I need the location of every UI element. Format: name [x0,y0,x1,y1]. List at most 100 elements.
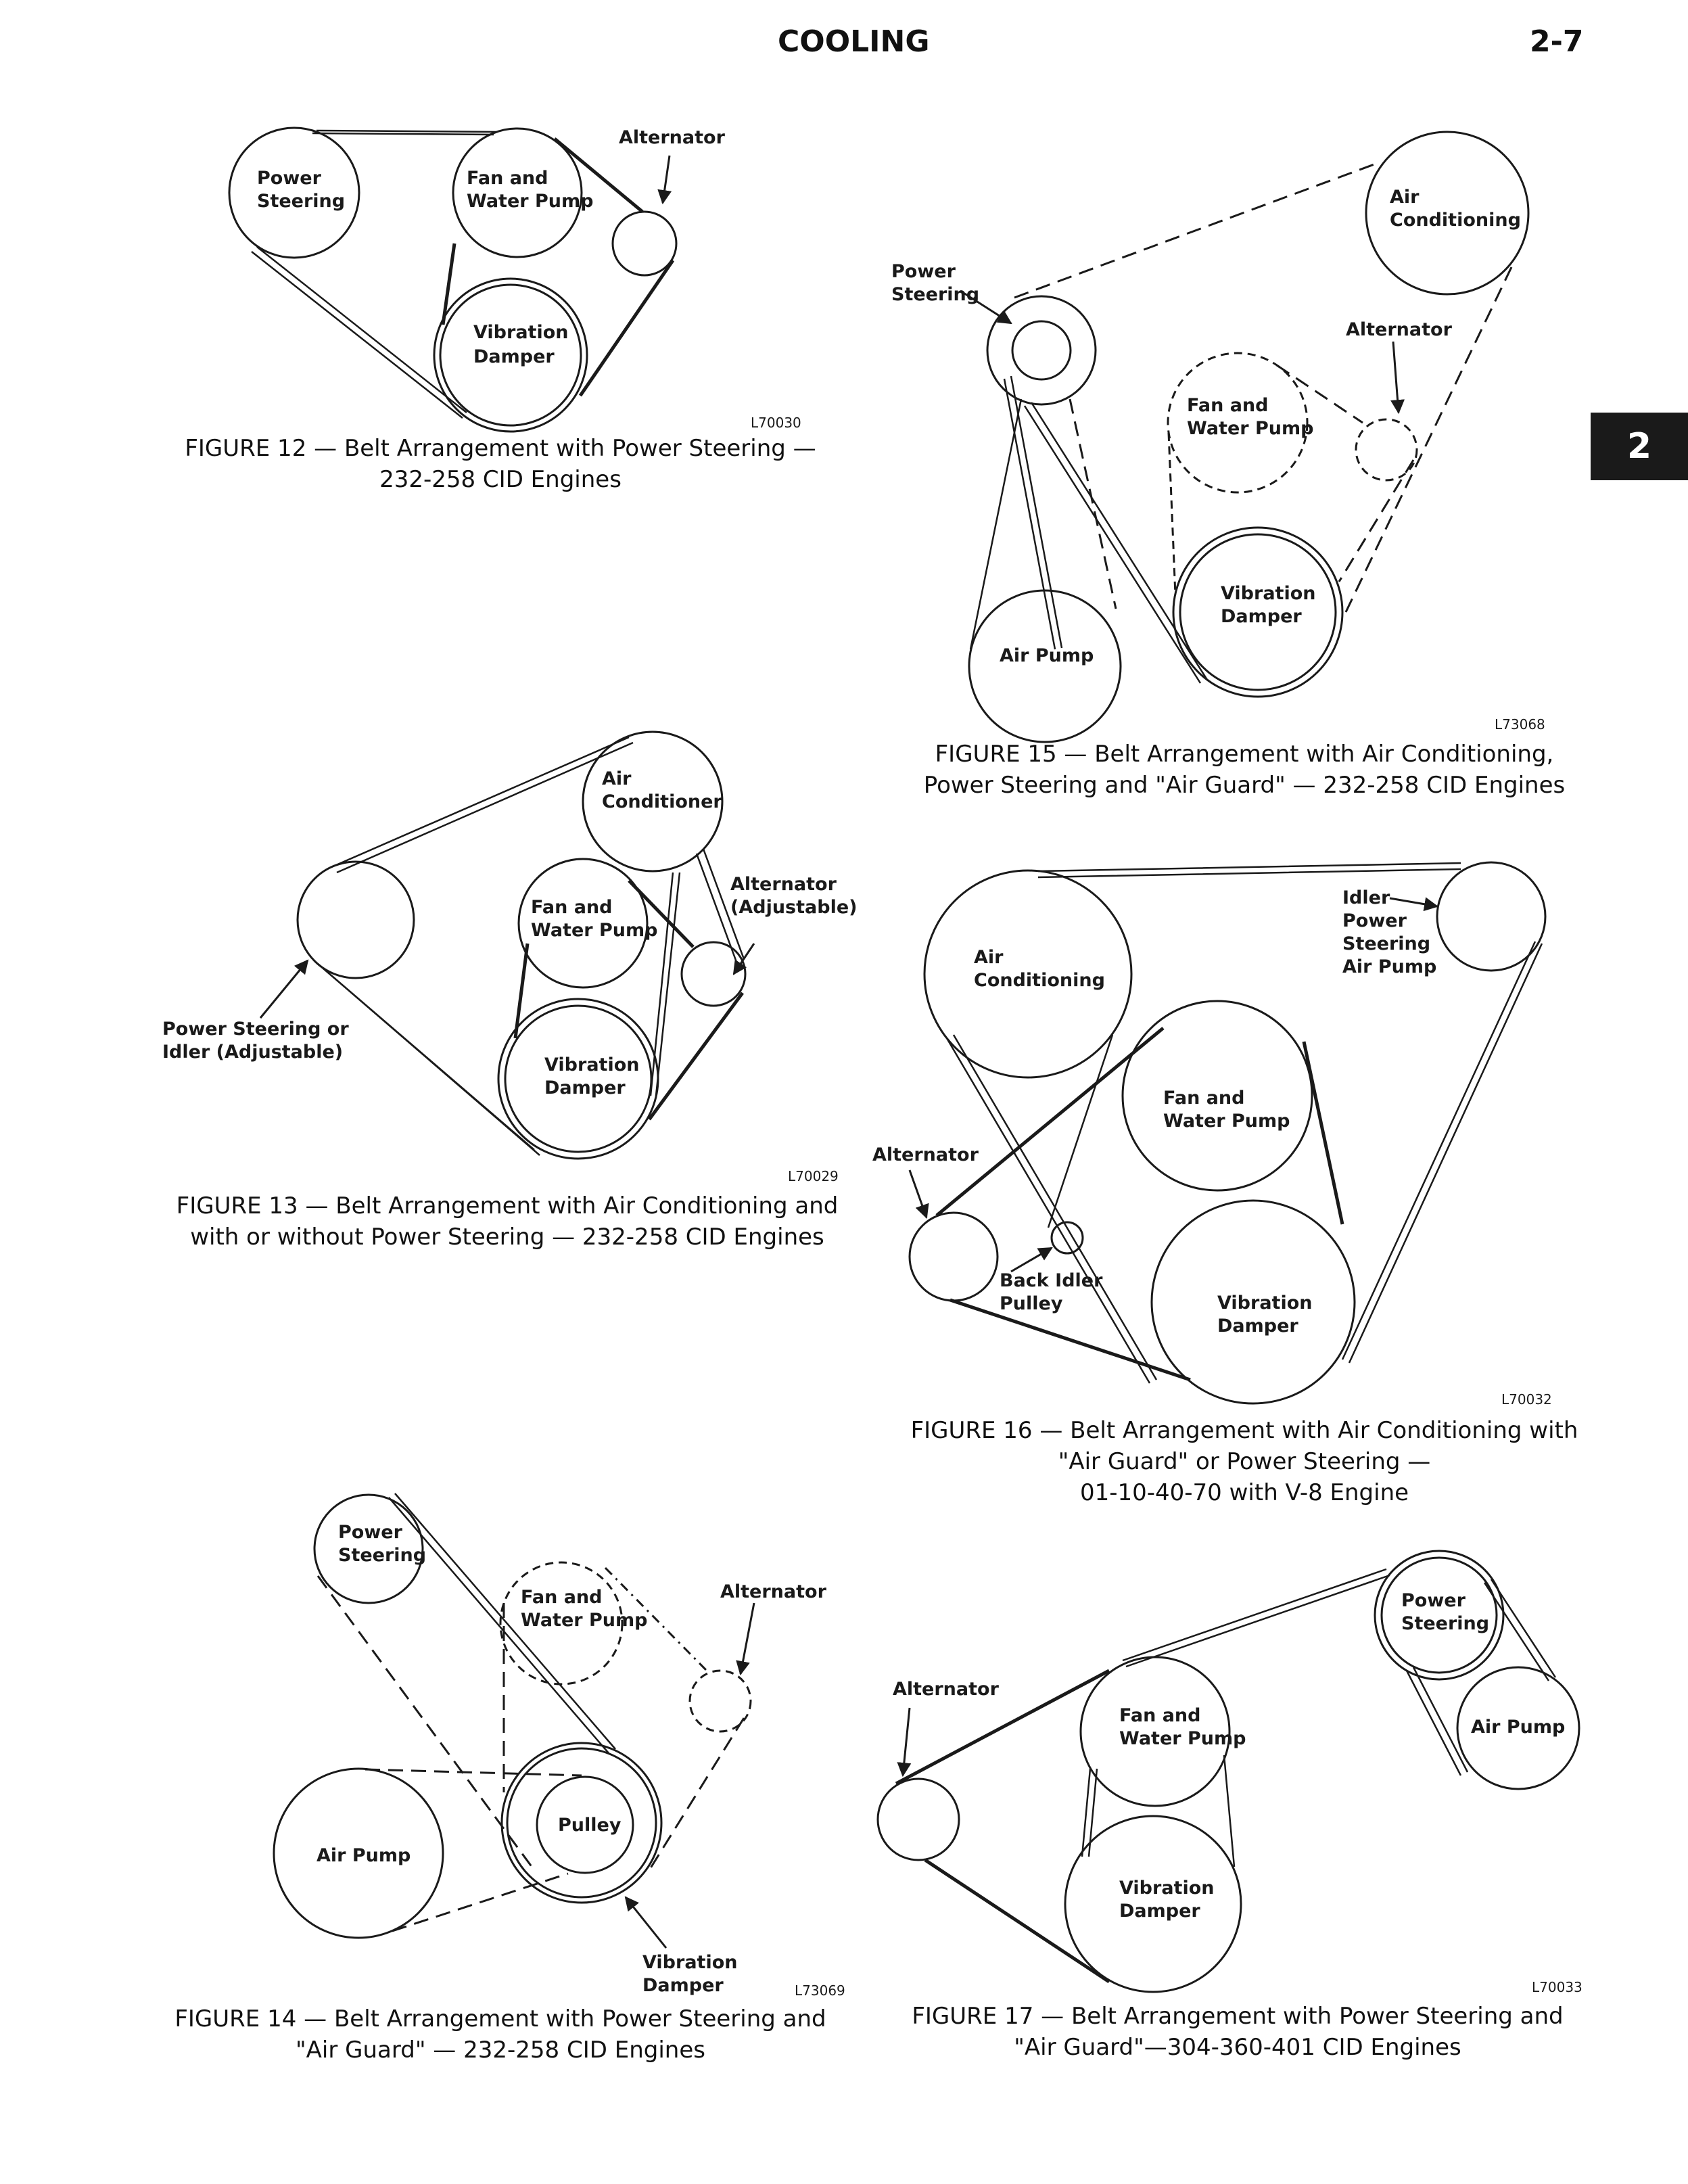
belt [388,1493,616,1754]
vibration-damper-inner [506,1747,657,1899]
air-pump-pulley [273,1767,444,1939]
vibration-damper-pulley [500,1742,663,1904]
belt [935,1027,1165,1217]
belt [695,848,745,965]
fig12-label: Power [257,168,322,189]
figure-16-caption: FIGURE 16 — Belt Arrangement with Air Co… [879,1415,1610,1508]
power-steering-idler-pulley [296,860,415,979]
caption-line: "Air Guard" or Power Steering — [1058,1448,1431,1475]
fig13-label: Conditioner [602,791,722,812]
caption-line: 232-258 CID Engines [379,466,622,493]
fig16-label: Back Idler [1000,1270,1103,1291]
fig17-label: Air Pump [1471,1717,1565,1738]
power-steering-pulley [313,1493,424,1604]
belt [604,1566,708,1672]
fig16-label: Vibration [1217,1293,1312,1314]
vibration-damper-pulley [1172,526,1344,698]
belt [1276,364,1363,424]
fan-water-pump-pulley [452,127,583,258]
fan-water-pump-pulley [1121,1000,1313,1192]
fig14-label: Water Pump [521,1610,647,1631]
fig17-label: Fan and [1119,1705,1200,1726]
caption-line: FIGURE 17 — Belt Arrangement with Power … [912,2003,1564,2030]
fig17-label: Steering [1401,1613,1489,1634]
back-idler-arrow [1010,1247,1053,1273]
alternator-arrow [897,1707,912,1778]
fig15-label: Steering [891,284,979,305]
belt [1483,1579,1557,1681]
fig16-label: Air [974,947,1004,968]
vibration-damper-inner [1179,533,1337,691]
fig16-label: Conditioning [974,970,1105,991]
fig12-label: Damper [473,346,555,367]
fig17-label: Alternator [893,1679,1000,1700]
belt [924,1858,1110,1984]
alternator-pulley [1355,418,1418,482]
fig13-label: Air [602,768,632,789]
power-steering-pulley [986,295,1097,406]
vibration-damper-pulley [433,277,588,433]
fig17-label: Power [1401,1590,1466,1611]
air-conditioner-pulley [582,730,724,873]
belt [1223,1755,1236,1867]
fig12-code: L70030 [751,415,801,431]
fig12-label: Steering [257,191,345,212]
belt [1047,1034,1114,1228]
pulley [536,1775,634,1874]
fig15-label: Air [1390,187,1420,208]
fig13-label: Idler (Adjustable) [162,1042,343,1063]
belt [950,1298,1191,1382]
fig12-label: Vibration [473,322,568,343]
belt [317,963,540,1156]
belt [553,137,644,213]
fig15-label: Power [891,261,956,282]
belt [392,1872,569,1932]
caption-line: FIGURE 16 — Belt Arrangement with Air Co… [910,1417,1578,1444]
belt [1081,1768,1098,1857]
fig13-label: (Adjustable) [730,897,857,918]
vibration-damper-pulley [1064,1815,1242,1993]
belt [513,943,530,1039]
section-title: COOLING [778,24,930,59]
belt [1122,1568,1390,1668]
belt [1003,375,1063,650]
caption-line: FIGURE 14 — Belt Arrangement with Power … [174,2005,826,2032]
caption-line: 01-10-40-70 with V-8 Engine [1079,1479,1409,1506]
belt [1069,398,1117,609]
belt [1014,161,1380,299]
belt [1302,1041,1344,1225]
figure-12-caption: FIGURE 12 — Belt Arrangement with Power … [162,433,839,495]
figure-13-diagram: Air Conditioner Fan and Water Pump Alter… [162,730,857,1184]
figure-14-diagram: Power Steering Fan and Water Pump Altern… [273,1493,845,1999]
caption-line: "Air Guard"—304-360-401 CID Engines [1014,2034,1461,2061]
fig17-label: Damper [1119,1901,1200,1922]
fig16-code: L70032 [1501,1391,1552,1408]
caption-line: FIGURE 15 — Belt Arrangement with Air Co… [935,741,1554,768]
caption-line: Power Steering and "Air Guard" — 232-258… [923,772,1566,799]
fig14-label: Fan and [521,1587,602,1608]
fig15-label: Damper [1221,606,1302,627]
fig17-code: L70033 [1532,1979,1582,1995]
caption-line: "Air Guard" — 232-258 CID Engines [296,2037,705,2064]
belt [1344,266,1513,613]
air-pump-pulley [1456,1666,1580,1790]
fig13-label: Fan and [531,897,612,918]
figure-12-diagram: Power Steering Fan and Water Pump Altern… [228,126,801,433]
belt [647,992,745,1121]
belt [1405,1667,1469,1776]
fig14-label: Pulley [558,1815,622,1836]
idler-arrow [1389,897,1439,912]
fig13-label: Alternator [730,874,837,895]
belt [1037,862,1461,879]
fig16-label: Steering [1342,933,1430,954]
vibration-damper-arrow [624,1896,667,1949]
fig15-label: Alternator [1346,319,1453,340]
alternator-pulley [908,1211,999,1302]
fig17-label: Water Pump [1119,1728,1246,1749]
fig13-label: Water Pump [531,920,657,941]
alternator-arrow [908,1169,929,1219]
figure-15-caption: FIGURE 15 — Belt Arrangement with Air Co… [879,739,1610,801]
belt [628,879,695,948]
fig12-label: Water Pump [467,191,593,212]
